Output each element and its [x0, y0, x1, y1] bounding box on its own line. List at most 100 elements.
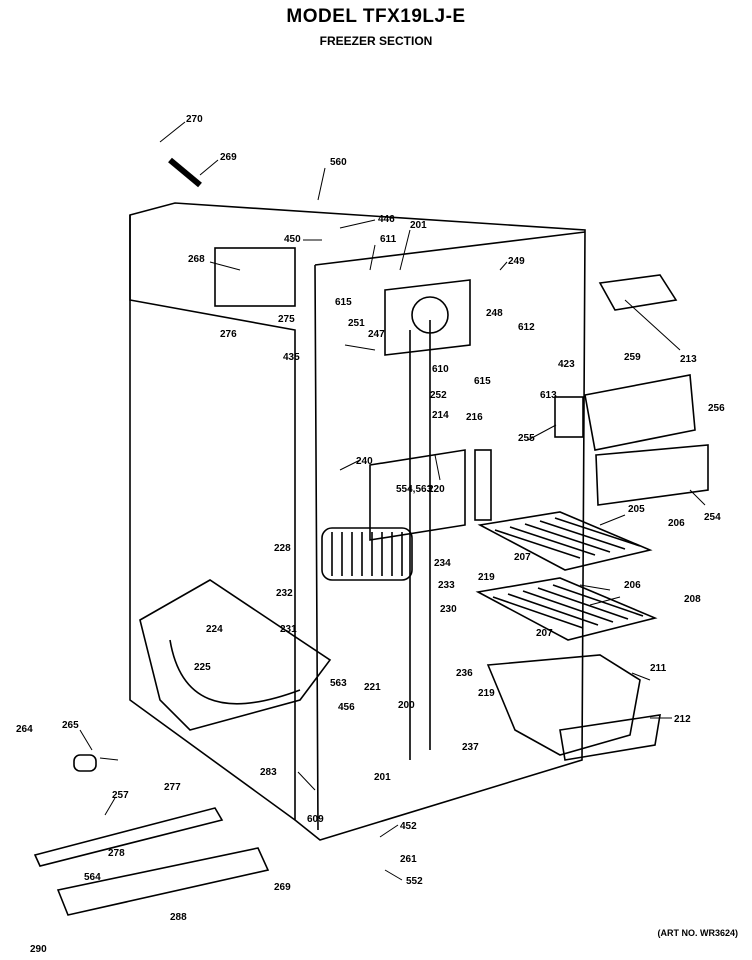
callout-label: 552: [406, 876, 423, 887]
evaporator-coil: [321, 527, 413, 581]
callout-label: 207: [536, 628, 553, 639]
callout-label: 270: [186, 114, 203, 125]
callout-label: 233: [438, 580, 455, 591]
toe-grille: [56, 847, 270, 916]
drain-trough-panel: [139, 579, 332, 731]
callout-label: 435: [283, 352, 300, 363]
callout-label: 288: [170, 912, 187, 923]
callout-labels: 270 269 560 446 201 450 611 268 249 615 251 248 612 2…: [16, 114, 725, 955]
callout-label: 208: [684, 594, 701, 605]
callout-label: 264: [16, 724, 33, 735]
callout-label: 230: [440, 604, 457, 615]
upper-shelf: [477, 511, 653, 571]
page-title: MODEL TFX19LJ-E: [286, 6, 466, 27]
callout-label: 265: [62, 720, 79, 731]
callout-label: 615: [474, 376, 491, 387]
evaporator-cover: [369, 449, 466, 541]
callout-label: 610: [432, 364, 449, 375]
callout-label: 221: [364, 682, 381, 693]
callout-label: 456: [338, 702, 355, 713]
callout-label: 259: [624, 352, 641, 363]
fan-opening: [411, 296, 449, 334]
callout-label: 283: [260, 767, 277, 778]
roller: [73, 754, 97, 772]
air-duct: [474, 449, 492, 521]
callout-label: 563: [330, 678, 347, 689]
callout-label: 216: [466, 412, 483, 423]
callout-label: 213: [680, 354, 697, 365]
page-subtitle: FREEZER SECTION: [319, 34, 433, 48]
callout-label: 450: [284, 234, 301, 245]
callout-label: 612: [518, 322, 535, 333]
callout-label: 276: [220, 329, 237, 340]
ice-dispenser-cover: [595, 444, 709, 506]
callout-label: 278: [108, 848, 125, 859]
grille-rail: [33, 807, 224, 867]
callout-label: 219: [478, 572, 495, 583]
callout-label: 254: [704, 512, 721, 523]
callout-label: 252: [430, 390, 447, 401]
callout-label: 247: [368, 329, 385, 340]
callout-label: 615: [335, 297, 352, 308]
callout-label: 207: [514, 552, 531, 563]
ice-dispenser-panel: [584, 374, 696, 451]
ice-tray: [598, 274, 678, 311]
callout-label: 269: [220, 152, 237, 163]
callout-label: 248: [486, 308, 503, 319]
callout-label: 236: [456, 668, 473, 679]
callout-label: 201: [374, 772, 391, 783]
callout-label: 211: [650, 663, 667, 674]
callout-label: 560: [330, 157, 347, 168]
callout-label: 255: [518, 433, 535, 444]
art-number: (ART NO. WR3624): [657, 928, 738, 938]
callout-label: 214: [432, 410, 449, 421]
callout-label: 613: [540, 390, 557, 401]
callout-label: 249: [508, 256, 525, 267]
callout-label: 225: [194, 662, 211, 673]
callout-label: 237: [462, 742, 479, 753]
callout-label: 554,563: [396, 484, 433, 495]
callout-label: 275: [278, 314, 295, 325]
ice-bin-tray: [559, 714, 661, 761]
callout-label: 452: [400, 821, 417, 832]
callout-label: 609: [307, 814, 324, 825]
callout-label: 201: [410, 220, 427, 231]
callout-label: 220: [428, 484, 445, 495]
callout-label: 269: [274, 882, 291, 893]
callout-label: 423: [558, 359, 575, 370]
fan-housing: [384, 279, 471, 356]
cabinet-front-edge: [314, 231, 586, 831]
callout-label: 268: [188, 254, 205, 265]
callout-label: 446: [378, 214, 395, 225]
callout-label: 206: [624, 580, 641, 591]
callout-label: 277: [164, 782, 181, 793]
callout-label: 219: [478, 688, 495, 699]
divider: [409, 320, 431, 760]
drain-tube: [169, 639, 301, 705]
ice-bin: [486, 654, 641, 756]
cabinet-outline: [129, 202, 586, 841]
callout-label: 231: [280, 624, 297, 635]
callout-label: 611: [380, 234, 397, 245]
callout-label: 224: [206, 624, 223, 635]
callout-label: 228: [274, 543, 291, 554]
callout-label: 257: [112, 790, 129, 801]
callout-label: 205: [628, 504, 645, 515]
callout-label: 232: [276, 588, 293, 599]
callout-label: 290: [30, 944, 47, 955]
callout-label: 261: [400, 854, 417, 865]
hinge-pin: [168, 157, 202, 188]
callout-label: 200: [398, 700, 415, 711]
callout-label: 251: [348, 318, 365, 329]
callout-label: 240: [356, 456, 373, 467]
callout-label: 256: [708, 403, 725, 414]
callout-label: 206: [668, 518, 685, 529]
callout-label: 564: [84, 872, 101, 883]
lower-shelf: [475, 577, 658, 641]
callout-label: 212: [674, 714, 691, 725]
control-bracket: [214, 247, 296, 307]
cabinet-side: [129, 215, 296, 821]
leader-lines: [79, 121, 706, 881]
